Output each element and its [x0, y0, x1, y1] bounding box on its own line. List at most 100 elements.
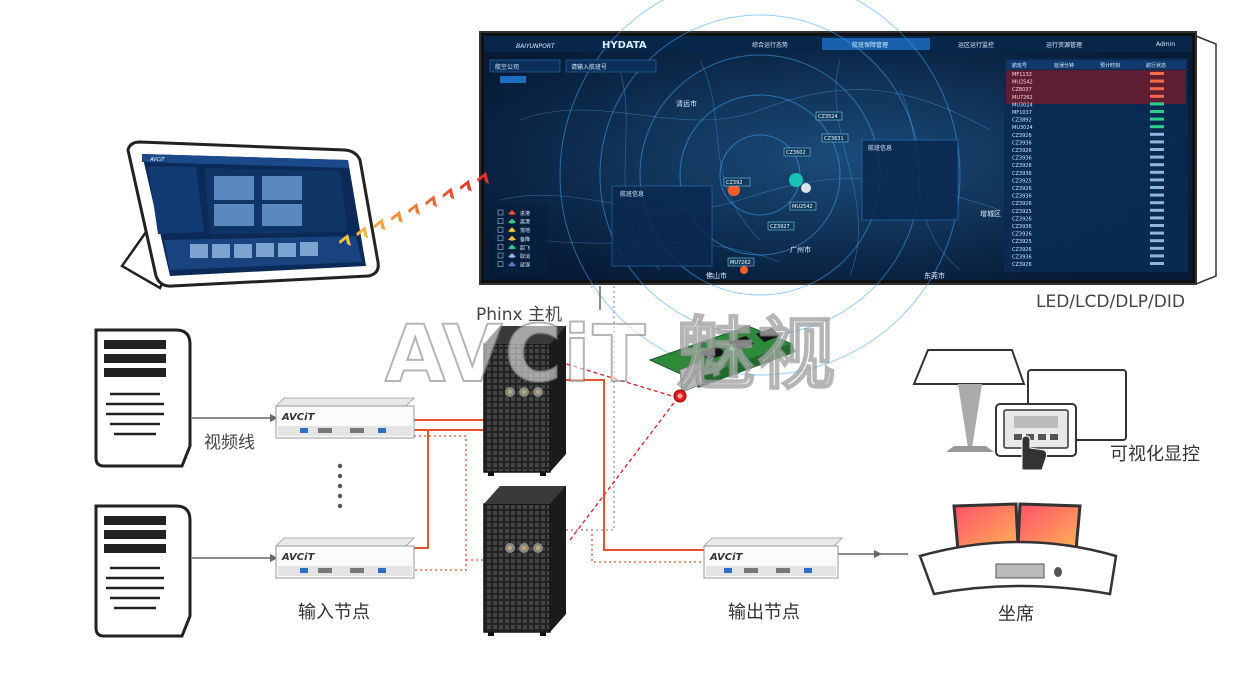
map-city-label: 佛山市	[706, 271, 727, 280]
arrow-head-icon	[270, 414, 278, 422]
plane-icon	[508, 227, 516, 233]
card-callout-line-2	[569, 399, 677, 541]
screen-nav-3[interactable]: 运行资源管理	[1046, 41, 1082, 49]
screen-user[interactable]: Admin	[1156, 41, 1175, 48]
flight-status-mark	[1150, 208, 1164, 212]
screen-nav-1[interactable]: 航班保障管理	[852, 41, 888, 49]
flight-status-mark	[1150, 79, 1164, 83]
flight-row-id: CZ3936	[1012, 194, 1032, 200]
flight-status-mark	[1150, 193, 1164, 197]
screen-logo-left: BAIYUNPORT	[516, 43, 556, 50]
screen-flight-table: MF1132MU2542CZ8037MU7262MU3024MF1037CZ38…	[1012, 72, 1164, 268]
host-label: Phinx 主机	[476, 305, 562, 325]
chevron-arrow-icon	[373, 218, 386, 231]
legend-label: 进港	[520, 210, 530, 217]
flight-row-id: CZ3926	[1012, 186, 1032, 192]
link-host1-output	[566, 379, 706, 551]
plane-icon	[508, 244, 516, 250]
flight-status-mark	[1150, 117, 1164, 121]
flight-status-mark	[1150, 231, 1164, 235]
screen-filter-airline[interactable]: 航空公司	[495, 63, 519, 71]
screen-logo-right: HYDATA	[602, 40, 647, 51]
map-flight-tag[interactable]	[723, 177, 751, 187]
flight-row-id: CZ3926	[1012, 201, 1032, 207]
map-flight-tag[interactable]	[727, 257, 755, 267]
plane-icon	[508, 261, 516, 267]
link-in2-host1	[414, 429, 429, 549]
map-flight-tag[interactable]	[783, 147, 811, 157]
map-flight-label: CZ3631	[824, 136, 844, 142]
input-node-1-brand: AVCiT	[281, 412, 316, 423]
flight-status-mark	[1150, 186, 1164, 189]
legend-label: 取消	[520, 253, 530, 260]
legend-checkbox[interactable]	[497, 226, 504, 233]
map-flight-label: MU2542	[792, 204, 813, 210]
flight-status-mark	[1150, 239, 1164, 243]
chevron-arrow-icon	[477, 172, 489, 184]
map-flight-label: CZ392	[726, 180, 742, 186]
legend-checkbox[interactable]	[497, 244, 504, 250]
flight-row-id: CZ3926	[1012, 262, 1032, 268]
legend-checkbox[interactable]	[497, 261, 504, 267]
flight-status-mark	[1150, 140, 1164, 144]
flight-status-mark	[1150, 224, 1164, 227]
chevron-arrow-icon	[442, 187, 455, 200]
flight-row-id: CZ3925	[1012, 209, 1032, 215]
flight-status-mark	[1150, 178, 1164, 182]
input-node-2	[275, 537, 415, 579]
seat-console	[918, 502, 1118, 596]
flight-status-mark	[1150, 125, 1164, 129]
screen-nav-2[interactable]: 运区运行监控	[958, 41, 994, 49]
flight-status-mark	[1150, 216, 1164, 220]
signal-arrows	[339, 172, 489, 246]
screen-th-0: 航班号	[1012, 62, 1027, 69]
screen-nav-0[interactable]: 综合运行态势	[752, 41, 788, 49]
plane-icon	[508, 218, 516, 224]
map-flight-label: CZ3524	[818, 114, 838, 120]
connection-lines	[192, 286, 908, 571]
flight-status-mark	[1150, 155, 1164, 159]
flight-row-id: MU2542	[1012, 80, 1033, 86]
flight-row-id: CZ3936	[1012, 224, 1032, 230]
flight-status-mark	[1150, 102, 1164, 106]
source-pc-2	[94, 504, 192, 638]
legend-checkbox[interactable]	[497, 252, 504, 259]
map-flight-tag[interactable]	[767, 221, 795, 231]
legend-label: 离港	[520, 219, 530, 226]
legend-checkbox[interactable]	[497, 235, 504, 242]
flight-row-id: CZ3926	[1012, 216, 1032, 222]
map-flight-label: MU7262	[730, 260, 751, 266]
map-flight-tag[interactable]	[815, 111, 843, 121]
host-chassis-1	[483, 326, 566, 476]
plane-icon	[508, 235, 516, 241]
flight-status-mark	[1150, 72, 1164, 75]
flight-status-mark	[1150, 110, 1164, 113]
screen-filter-search[interactable]: 请输入航班号	[571, 63, 607, 71]
processing-card	[648, 325, 796, 403]
chevron-arrow-icon	[408, 203, 420, 215]
flight-row-id: CZ3936	[1012, 254, 1032, 260]
flight-row-id: MU3024	[1012, 125, 1033, 131]
map-flight-tag[interactable]	[789, 201, 817, 211]
legend-checkbox[interactable]	[497, 209, 504, 216]
link-in1-host2-dotted	[414, 435, 467, 571]
chevron-arrow-icon	[339, 234, 351, 246]
flight-status-mark	[1150, 94, 1164, 98]
flight-row-id: CZ3926	[1012, 148, 1032, 154]
link-host2-output-dotted	[566, 529, 706, 563]
chevron-arrow-icon	[356, 226, 369, 239]
map-city-label: 东莞市	[924, 271, 945, 280]
legend-label: 备降	[520, 236, 530, 243]
screen-map-flights: CZ3524CZ3631CZ3602CZ392MU2542CZ3927MU726…	[723, 111, 849, 267]
flight-status-mark	[1150, 148, 1164, 151]
map-city-label: 增城区	[980, 209, 1001, 218]
flight-row-id: CZ3936	[1012, 156, 1032, 162]
map-flight-tag[interactable]	[821, 133, 849, 143]
screen-th-2: 预计时刻	[1100, 62, 1120, 69]
visual-control-label: 可视化显控	[1110, 444, 1200, 465]
visual-control-icon	[912, 349, 1127, 471]
legend-checkbox[interactable]	[497, 218, 504, 224]
flight-row-id: CZ3936	[1012, 140, 1032, 146]
